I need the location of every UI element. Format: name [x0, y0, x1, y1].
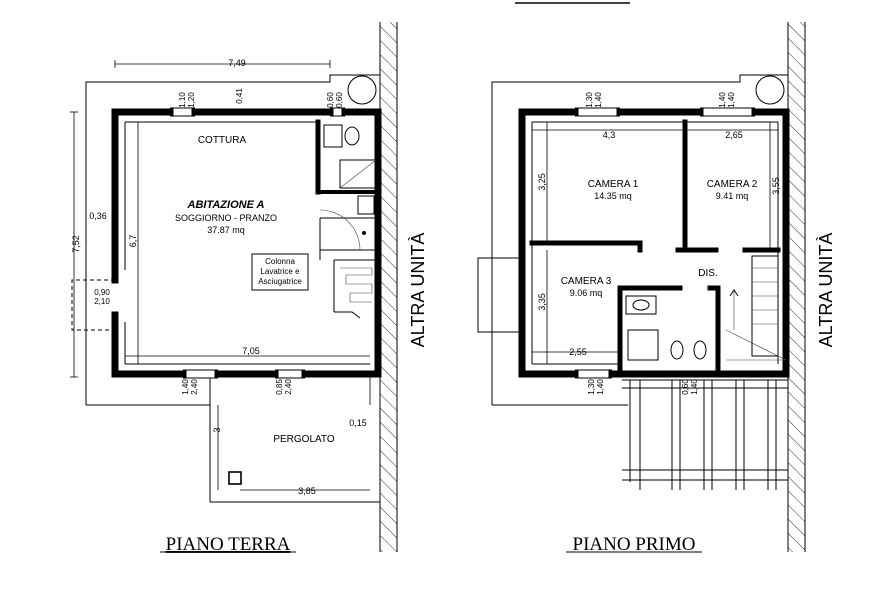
- bidet-icon-2: [693, 340, 707, 360]
- party-wall-hatch-2: [788, 22, 805, 552]
- ff-win4-a: 0,60: [681, 379, 690, 395]
- gf-dim-pergola-offset: 0,15: [349, 418, 367, 428]
- party-wall-hatch: [380, 22, 397, 552]
- gf-dim-inner-height: 6,7: [128, 235, 138, 248]
- first-floor-plan: [477, 22, 806, 552]
- ff-dim-c3-width: 2,55: [569, 347, 587, 357]
- ff-win2-a: 1,40: [718, 92, 727, 108]
- ff-room-camera1: CAMERA 1: [588, 179, 639, 190]
- pergola-slats: [622, 379, 788, 490]
- ff-dim-c2-height: 3,55: [771, 177, 781, 195]
- pergola-post: [228, 471, 242, 485]
- gf-win3-a: 0,60: [326, 92, 335, 108]
- ff-win1-b: 1,40: [594, 92, 603, 108]
- shower-icon-2: [627, 329, 659, 361]
- ff-altra-unita: ALTRA UNITÀ: [816, 233, 836, 348]
- gf-win1-b: 1,20: [187, 92, 196, 108]
- bidet-icon: [344, 126, 360, 146]
- gf-laundry-line1: Colonna: [265, 257, 295, 266]
- ff-win4-b: 1,40: [690, 379, 699, 395]
- stair-icon: [333, 259, 376, 319]
- ff-dim-c2-width: 2,65: [725, 130, 743, 140]
- ff-dim-c1-width: 4,3: [603, 130, 616, 140]
- ff-dim-c1-height: 3,25: [537, 173, 547, 191]
- gf-dim-wall: 0,36: [89, 211, 107, 221]
- ff-room-camera2: CAMERA 2: [707, 179, 758, 190]
- gf-dim-inner-width: 7,05: [242, 346, 260, 356]
- ground-floor-plan: [70, 22, 398, 552]
- sink-icon-2: [625, 295, 657, 315]
- gf-altra-unita: ALTRA UNITÀ: [408, 233, 428, 348]
- gf-room-soggiorno-area: 37.87 mq: [207, 225, 245, 235]
- ff-win3-a: 1,30: [587, 379, 596, 395]
- gf-dim-width-top: 7,49: [228, 58, 246, 68]
- ff-dim-c3-height: 3,35: [537, 293, 547, 311]
- gf-dim-door-height: 2,10: [94, 297, 110, 306]
- gf-win2: 0,41: [235, 88, 244, 104]
- gf-dim-door-width: 0,90: [94, 288, 110, 297]
- ff-win1-a: 1,30: [585, 92, 594, 108]
- gf-room-soggiorno: SOGGIORNO - PRANZO: [175, 213, 277, 223]
- gf-dim-pergola-width: 3,85: [298, 486, 316, 496]
- gf-dim-pergola-depth: 3: [212, 427, 222, 432]
- ff-title: PIANO PRIMO: [573, 534, 696, 555]
- gf-room-cottura: COTTURA: [198, 135, 247, 146]
- gf-door2-a: 0,85: [275, 379, 284, 395]
- ff-room-dis: DIS.: [698, 268, 717, 279]
- gf-win3-b: 0,60: [335, 92, 344, 108]
- gf-room-abitazione: ABITAZIONE A: [187, 199, 265, 211]
- gf-dim-height-left: 7,52: [71, 235, 81, 253]
- gf-laundry-line2: Lavatrice e: [260, 267, 300, 276]
- sink-icon: [357, 195, 375, 215]
- gf-laundry-line3: Asciugatrice: [258, 277, 302, 286]
- ff-room-camera1-area: 14.35 mq: [594, 191, 632, 201]
- laundry-label-box: [251, 253, 309, 291]
- ff-room-camera3-area: 9.06 mq: [570, 288, 603, 298]
- stair-icon-2: [725, 255, 787, 361]
- gf-room-pergolato: PERGOLATO: [273, 434, 335, 445]
- shower-icon: [339, 159, 377, 189]
- gf-win1-a: 1,10: [178, 92, 187, 108]
- gf-title: PIANO TERRA: [166, 534, 291, 555]
- gf-door1-a: 1,40: [181, 379, 190, 395]
- ff-win3-b: 1,40: [596, 379, 605, 395]
- ff-win2-b: 1,40: [727, 92, 736, 108]
- wc-icon-2: [670, 340, 684, 360]
- ff-room-camera2-area: 9.41 mq: [716, 191, 749, 201]
- ff-room-camera3: CAMERA 3: [561, 276, 612, 287]
- gf-door2-b: 2,40: [284, 379, 293, 395]
- wc-icon: [323, 124, 343, 148]
- gf-door1-b: 2,40: [190, 379, 199, 395]
